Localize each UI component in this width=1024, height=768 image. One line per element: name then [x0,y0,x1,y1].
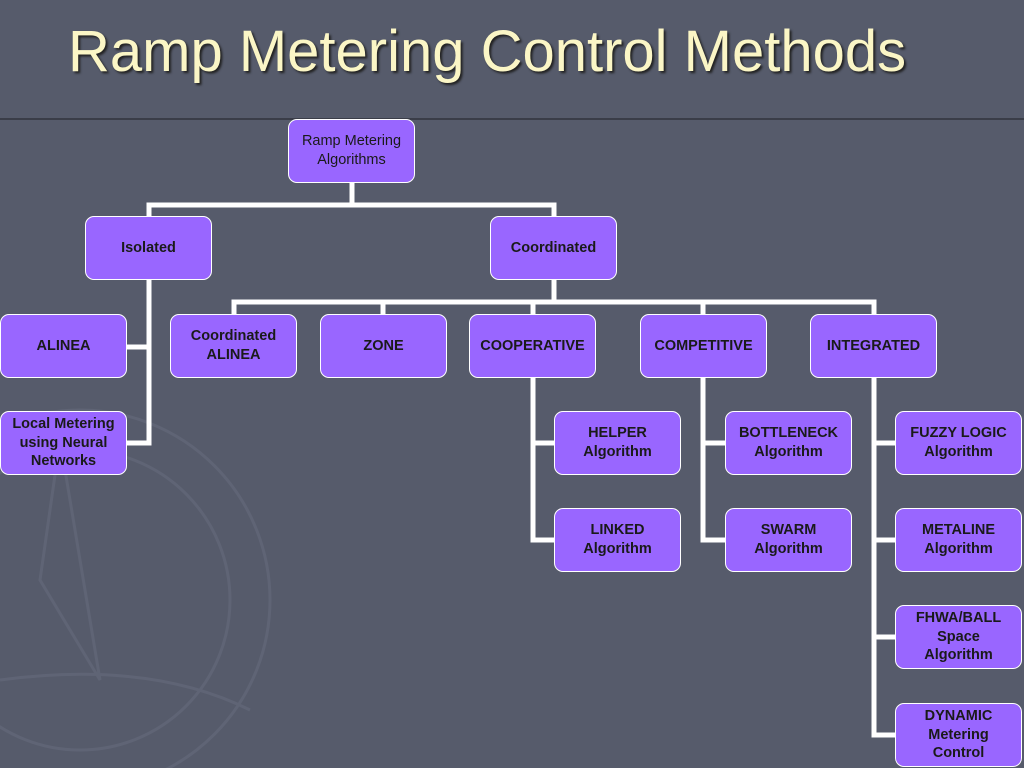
node-label: Coordinated [510,239,597,256]
node-fuzzy-logic-algorithm: FUZZY LOGIC Algorithm [895,411,1022,475]
node-label: Ramp Metering Algorithms [301,133,402,168]
node-cooperative: COOPERATIVE [469,314,596,378]
node-label: HELPER Algorithm [583,425,652,460]
node-label: COMPETITIVE [654,337,753,354]
node-label: Local Metering using Neural Networks [12,416,115,470]
node-label: ALINEA [36,337,91,354]
node-ramp-metering-algorithms: Ramp Metering Algorithms [288,119,415,183]
node-swarm-algorithm: SWARM Algorithm [725,508,852,572]
node-label: METALINE Algorithm [921,522,996,557]
node-label: SWARM Algorithm [754,522,823,557]
node-label: COOPERATIVE [480,337,585,354]
node-label: DYNAMIC Metering Control [924,708,993,762]
node-dynamic-metering-control: DYNAMIC Metering Control [895,703,1022,767]
node-linked-algorithm: LINKED Algorithm [554,508,681,572]
slide-title: Ramp Metering Control Methods [68,19,907,84]
node-bottleneck-algorithm: BOTTLENECK Algorithm [725,411,852,475]
title-divider [0,118,1024,120]
node-label: FUZZY LOGIC Algorithm [910,425,1007,460]
node-label: ZONE [363,337,404,354]
node-integrated: INTEGRATED [810,314,937,378]
node-fhwa-ball-space-algorithm: FHWA/BALL Space Algorithm [895,605,1022,669]
node-helper-algorithm: HELPER Algorithm [554,411,681,475]
node-zone: ZONE [320,314,447,378]
node-local-metering-neural-networks: Local Metering using Neural Networks [0,411,127,475]
node-alinea: ALINEA [0,314,127,378]
node-metaline-algorithm: METALINE Algorithm [895,508,1022,572]
node-label: LINKED Algorithm [583,522,652,557]
node-label: Isolated [121,239,176,256]
node-isolated: Isolated [85,216,212,280]
node-competitive: COMPETITIVE [640,314,767,378]
node-label: Coordinated ALINEA [190,328,277,363]
node-coordinated-alinea: Coordinated ALINEA [170,314,297,378]
node-coordinated: Coordinated [490,216,617,280]
node-label: INTEGRATED [826,337,921,354]
node-label: FHWA/BALL Space Algorithm [915,610,1002,664]
node-label: BOTTLENECK Algorithm [738,425,839,460]
